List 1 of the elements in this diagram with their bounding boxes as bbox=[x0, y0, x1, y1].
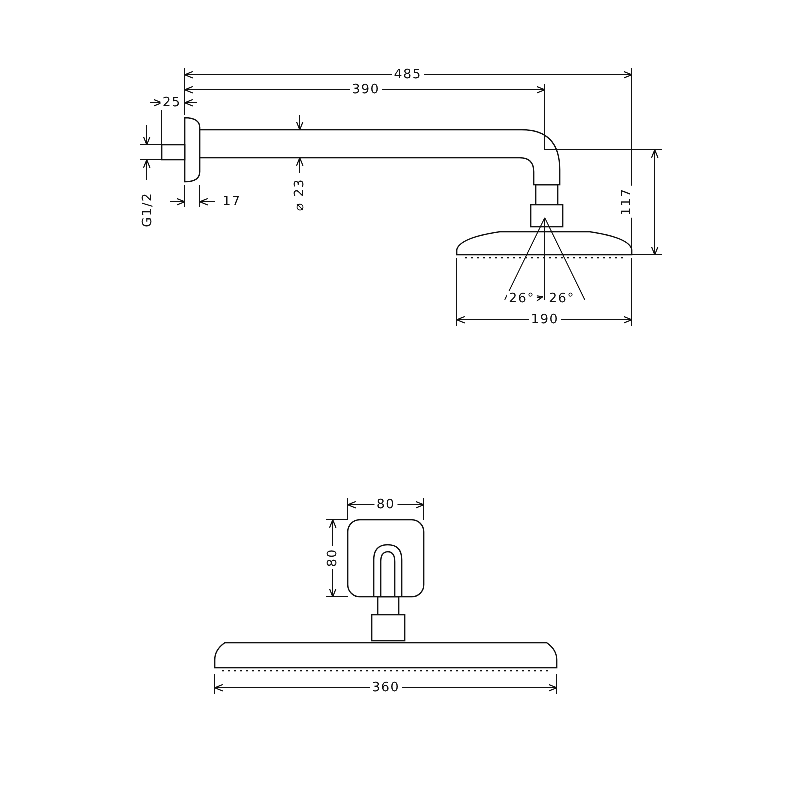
dimension-label: 117 bbox=[620, 186, 634, 218]
